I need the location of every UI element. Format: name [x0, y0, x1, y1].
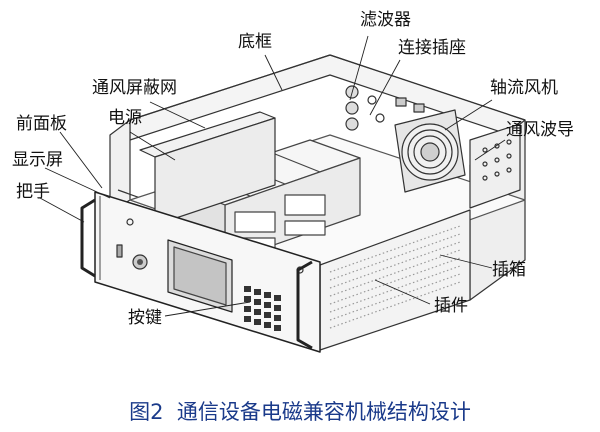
label-power-supply: 电源 — [108, 108, 142, 128]
label-connector: 连接插座 — [398, 38, 466, 58]
label-handle: 把手 — [16, 182, 50, 202]
back-wall — [129, 54, 526, 141]
label-vent-mesh: 通风屏蔽网 — [92, 78, 177, 98]
label-chassis: 插箱 — [492, 260, 526, 280]
label-filter: 滤波器 — [360, 10, 411, 30]
label-plugin-module: 插件 — [434, 296, 468, 316]
keypad — [244, 286, 281, 331]
enclosure-diagram — [39, 35, 526, 353]
label-vent-waveguide: 通风波导 — [506, 120, 574, 140]
caption-title: 通信设备电磁兼容机械结构设计 — [176, 400, 471, 424]
axial-fan — [394, 109, 466, 193]
front-switch — [116, 244, 123, 258]
handle-right — [296, 260, 313, 350]
label-axial-fan: 轴流风机 — [490, 78, 558, 98]
label-keypad: 按键 — [128, 308, 162, 328]
caption-number: 图2 — [129, 400, 164, 424]
vent-waveguide — [469, 123, 521, 209]
label-front-panel: 前面板 — [16, 114, 67, 134]
label-base-frame: 底框 — [238, 32, 272, 52]
figure-caption: 图2 通信设备电磁兼容机械结构设计 — [0, 396, 600, 426]
power-supply-area — [139, 111, 276, 226]
handle-left — [80, 198, 96, 278]
rear-panel — [345, 85, 425, 131]
leader-lines — [39, 35, 506, 317]
label-display: 显示屏 — [12, 150, 63, 170]
